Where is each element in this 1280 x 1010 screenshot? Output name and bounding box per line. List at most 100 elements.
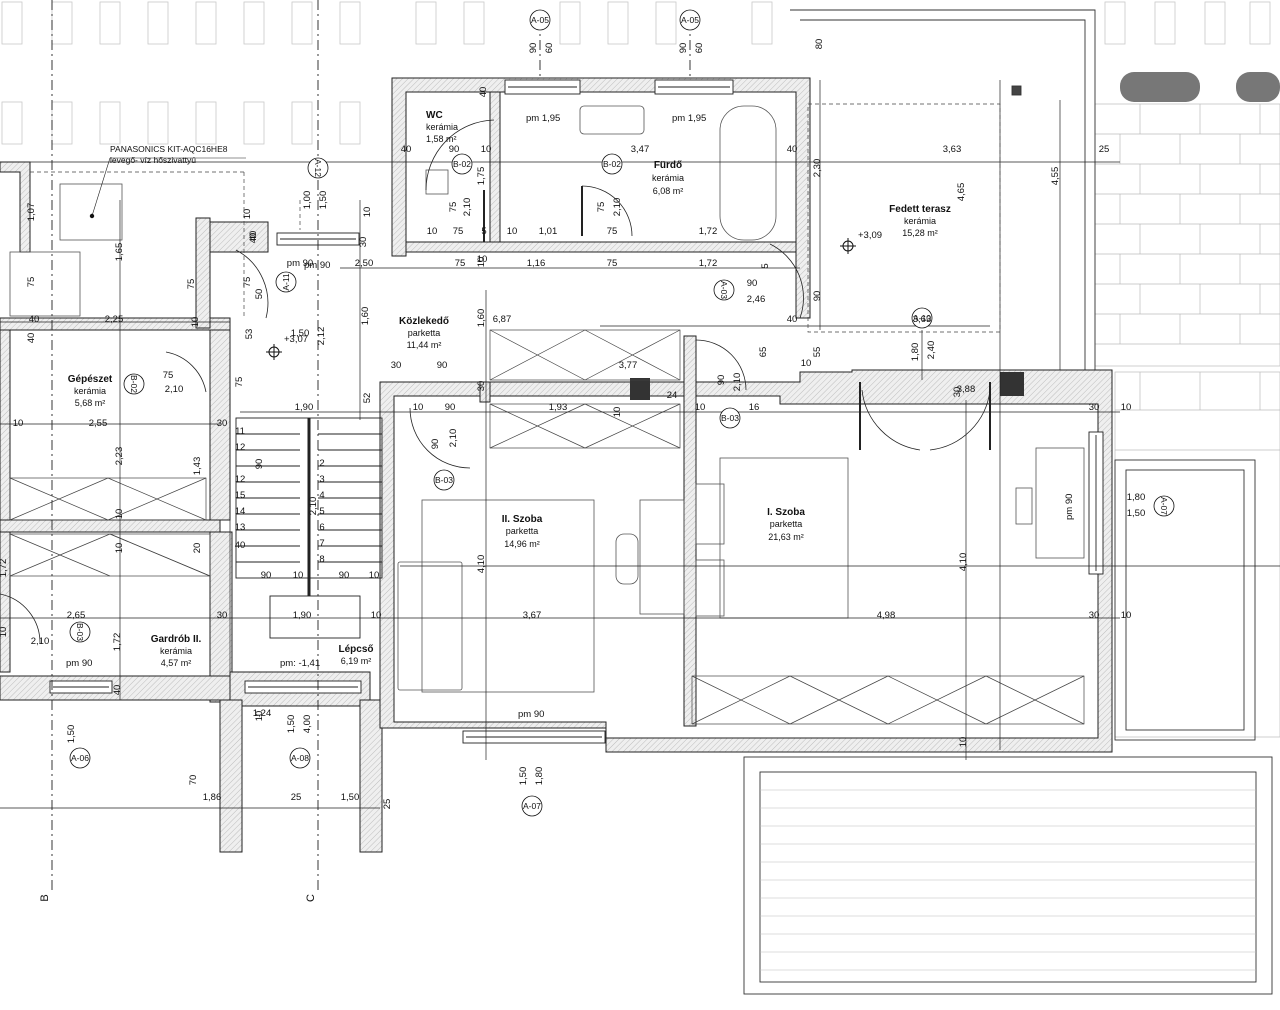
dimension-label: 5 xyxy=(319,506,324,517)
dimension-label: 40 xyxy=(112,685,123,696)
dimension-label: 3,47 xyxy=(631,144,650,155)
equipment-note: PANASONICS KIT-AQC16HE8 levegő- víz hősz… xyxy=(89,144,246,219)
dimension-label: 90 xyxy=(261,570,272,581)
dimension-label: 10 xyxy=(362,207,373,218)
dimension-label: 24 xyxy=(667,390,678,401)
equipment-model: PANASONICS KIT-AQC16HE8 xyxy=(110,144,228,154)
dimension-label: 40 xyxy=(29,314,40,325)
dimension-label: 10 xyxy=(507,226,518,237)
room-area: 14,96 m² xyxy=(504,539,540,549)
section-marker-label: B-02 xyxy=(603,159,621,169)
dimension-label: 1,72 xyxy=(699,258,718,269)
equipment-type: levegő- víz hőszivattyú xyxy=(110,155,196,165)
dimension-label: 1,72 xyxy=(112,633,123,652)
dimension-label: 1,90 xyxy=(295,402,314,413)
dimension-label: 30 xyxy=(476,381,487,392)
dimension-label: 10 xyxy=(369,570,380,581)
dimension-label: 20 xyxy=(192,543,203,554)
dimension-label: 10 xyxy=(427,226,438,237)
dimension-label: 30 xyxy=(391,360,402,371)
window-label: pm 1,95 xyxy=(672,113,706,124)
dimension-label: 10 xyxy=(477,254,488,265)
dimension-label: 75 xyxy=(26,277,37,288)
dimension-label: 10 xyxy=(114,509,125,520)
section-marker: B-02 xyxy=(451,153,473,175)
section-marker-label: B-03 xyxy=(721,413,739,423)
dimension-label: 3 xyxy=(319,474,324,485)
dimension-label: 1,80 xyxy=(1127,492,1146,503)
lower-terrace xyxy=(743,756,1273,995)
dimension-label: 40 xyxy=(787,314,798,325)
dimension-label: 2,25 xyxy=(105,314,124,325)
dimension-label: 90 xyxy=(449,144,460,155)
dimension-label: 10 xyxy=(114,543,125,554)
window-label: pm 90 xyxy=(1064,494,1075,520)
room-finish: parketta xyxy=(506,526,539,536)
dimension-label: 10 xyxy=(612,407,623,418)
terrace-paving xyxy=(760,789,1256,971)
dimension-label: 53 xyxy=(244,329,255,340)
dimension-label: 10 xyxy=(1121,402,1132,413)
planter xyxy=(1120,72,1200,102)
dimension-label: 15 xyxy=(235,490,246,501)
dimension-label: 75 xyxy=(448,202,459,213)
room-area: 21,63 m² xyxy=(768,532,804,542)
room-label-gepeszet: Gépészet kerámia 5,68 m² xyxy=(68,374,113,408)
section-marker-label: B-03 xyxy=(75,623,85,641)
dimension-label: 1,80 xyxy=(910,343,921,362)
room-area: 1,58 m² xyxy=(426,134,457,144)
dimension-label: 90 xyxy=(437,360,448,371)
dimension-label: 2,12 xyxy=(316,327,327,346)
dimension-label: 75 xyxy=(186,279,197,290)
dimension-label: 2,65 xyxy=(67,610,86,621)
level-text: +3,09 xyxy=(858,230,882,241)
dimension-label: 25 xyxy=(291,792,302,803)
dimension-label: 90 xyxy=(716,375,727,386)
dimension-label: 13 xyxy=(235,522,246,533)
dimension-label: 1,00 xyxy=(302,191,313,210)
section-marker: B-03 xyxy=(433,469,455,491)
dimension-label: 30 xyxy=(217,418,228,429)
dimension-label: 1,93 xyxy=(549,402,568,413)
terrace-outline xyxy=(790,9,1096,370)
window-label: pm 90 xyxy=(518,709,544,720)
dimension-label: 10 xyxy=(801,358,812,369)
dimension-label: 3,77 xyxy=(619,360,638,371)
dimension-label: 10 xyxy=(481,144,492,155)
room-name: Fedett terasz xyxy=(889,204,951,215)
stairs xyxy=(235,417,383,639)
section-marker: A-03 xyxy=(713,279,735,301)
room-label-lepcso: Lépcső 6,19 m² xyxy=(338,644,373,666)
section-marker: B-03 xyxy=(719,407,741,429)
section-marker-label: A-03 xyxy=(719,281,729,299)
dimension-label: 2,55 xyxy=(89,418,108,429)
room-area: 11,44 m² xyxy=(407,340,442,350)
dashed-outlines xyxy=(30,103,1001,333)
dimension-label: 1,50 xyxy=(341,792,360,803)
planter xyxy=(1236,72,1280,102)
dimension-label: 1,60 xyxy=(360,307,371,326)
dimension-label: 1,50 xyxy=(286,715,297,734)
dimension-label: 30 xyxy=(952,387,963,398)
section-marker: A-11 xyxy=(275,271,297,293)
dimension-label: 2,23 xyxy=(114,447,125,466)
room-label-fedett-terasz: Fedett terasz kerámia 15,28 m² xyxy=(889,204,951,238)
section-marker: B-02 xyxy=(123,373,145,395)
room-finish: parketta xyxy=(770,519,803,529)
dimension-label: 75 xyxy=(596,202,607,213)
dimension-label: 1,24 xyxy=(253,708,272,719)
dimension-label: 1,16 xyxy=(527,258,546,269)
room-name: WC xyxy=(426,110,443,121)
dimension-label: 11 xyxy=(235,426,245,437)
dimension-label: 1,65 xyxy=(114,243,125,262)
dimension-label: 6,87 xyxy=(493,314,512,325)
door-swings xyxy=(0,119,991,645)
section-marker-label: A-12 xyxy=(313,159,323,177)
dimension-label: 25 xyxy=(382,799,393,810)
dimension-label: 75 xyxy=(455,258,466,269)
dimension-label: 10 xyxy=(371,610,382,621)
paving-pattern xyxy=(1094,103,1280,738)
section-marker-label: A-10 xyxy=(913,313,931,323)
section-marker-label: A-07 xyxy=(523,801,541,811)
section-marker-label: A-08 xyxy=(291,753,309,763)
